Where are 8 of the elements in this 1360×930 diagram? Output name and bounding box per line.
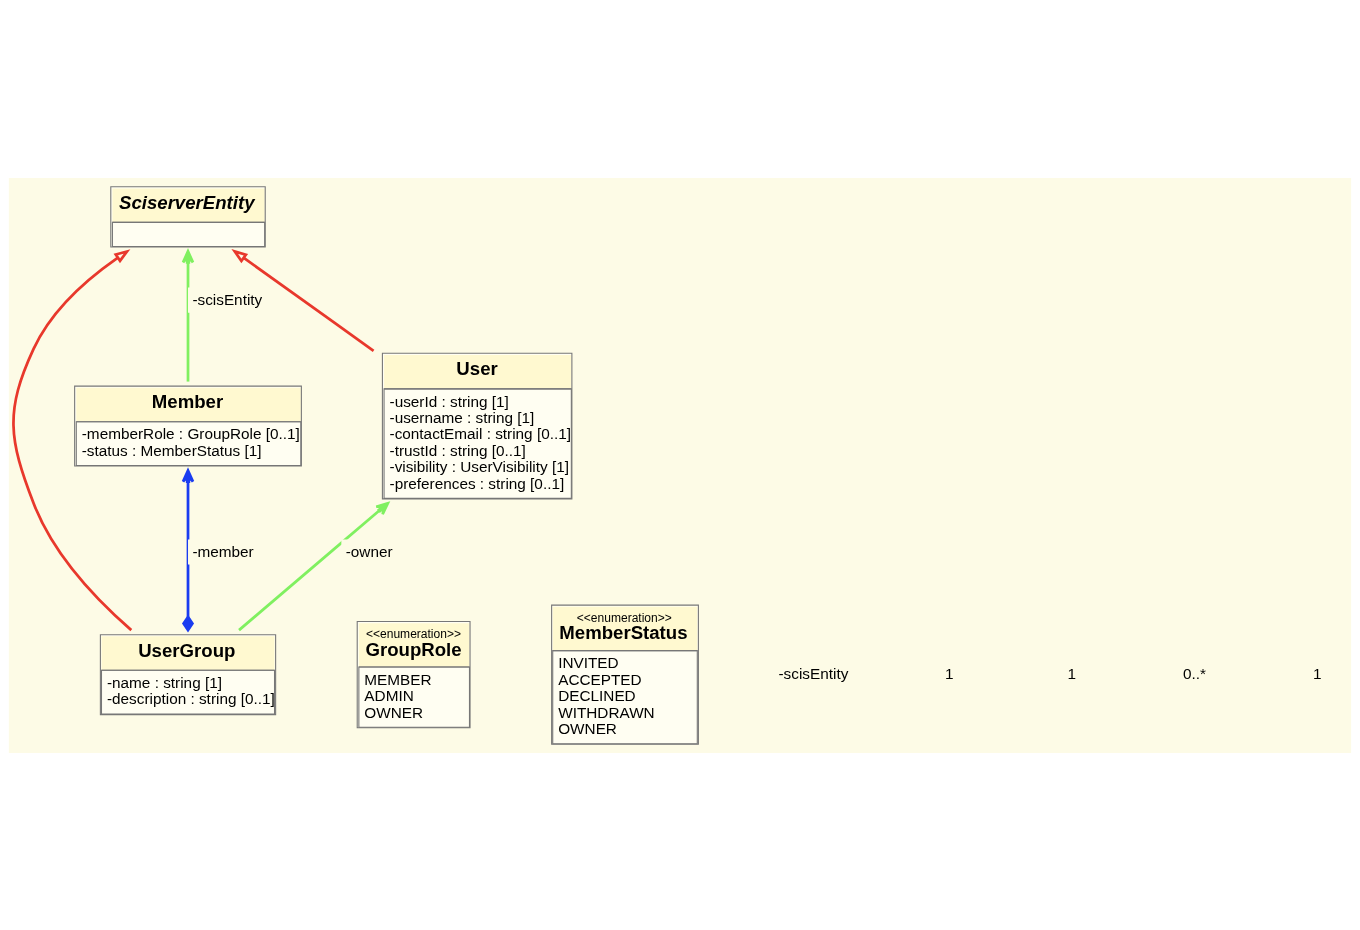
label: 1	[1312, 664, 1322, 682]
edge-label: -scisEntity	[192, 290, 263, 308]
label: 1	[944, 664, 954, 682]
label: -scisEntity	[778, 664, 849, 682]
edge-label: -member	[192, 542, 254, 560]
label: 0..*	[1183, 664, 1207, 682]
edge-label: -owner	[345, 542, 393, 560]
label: 1	[1067, 664, 1077, 682]
